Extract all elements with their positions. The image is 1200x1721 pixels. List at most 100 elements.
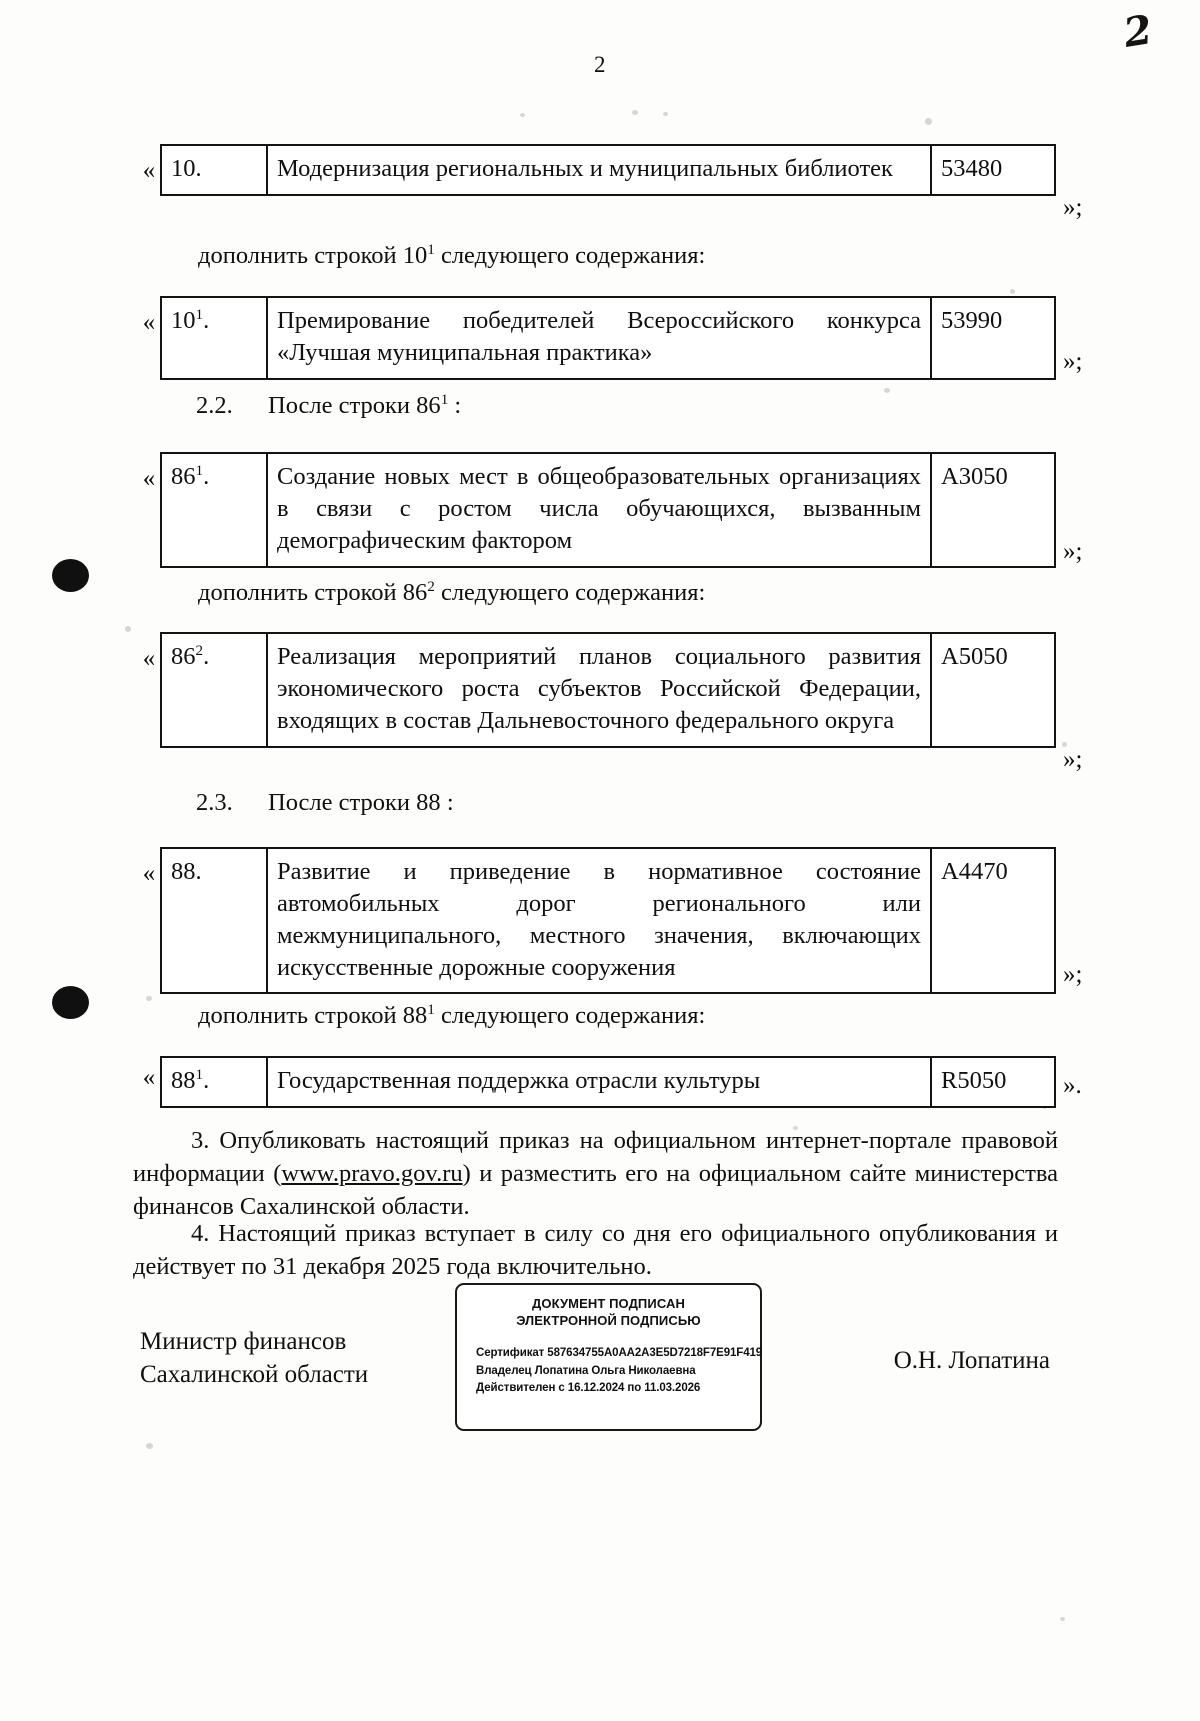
open-guillemet: « xyxy=(142,860,156,887)
row-number-dot: . xyxy=(203,1067,210,1094)
close-guillemet-text: ». xyxy=(1063,1072,1082,1099)
row-number-superscript: 1 xyxy=(195,305,204,323)
punch-hole xyxy=(52,559,89,592)
open-guillemet: « xyxy=(142,645,156,672)
signatory-title-line-2: Сахалинской области xyxy=(140,1360,369,1388)
scan-speck xyxy=(146,996,152,1001)
clause-3: 3. Опубликовать настоящий приказ на офиц… xyxy=(133,1125,1058,1223)
row-table-10: 10. Модернизация региональных и муниципа… xyxy=(160,144,1056,196)
stamp-certificate: Сертификат 587634755A0AA2A3E5D7218F7E91F… xyxy=(476,1347,763,1360)
row-number-cell: 862. xyxy=(160,632,268,748)
row-number-base: 86 xyxy=(171,463,196,490)
row-table-88-1: 881. Государственная поддержка отрасли к… xyxy=(160,1056,1056,1108)
row-code-cell: R5050 xyxy=(930,1056,1056,1108)
electronic-signature-stamp: ДОКУМЕНТ ПОДПИСАН ЭЛЕКТРОННОЙ ПОДПИСЬЮ С… xyxy=(455,1283,762,1431)
add-row-88-1-tail: следующего содержания: xyxy=(434,1002,706,1029)
scan-speck xyxy=(1060,1617,1065,1621)
section-text-before: После строки 88 xyxy=(268,789,441,816)
handwritten-page-number: 2 xyxy=(1120,6,1156,57)
row-number-cell: 101. xyxy=(160,296,268,380)
row-number-base: 86 xyxy=(171,643,196,670)
scan-speck xyxy=(663,112,668,116)
close-guillemet: »; xyxy=(1056,847,1095,987)
open-guillemet: « xyxy=(142,1064,156,1091)
row-number-dot: . xyxy=(203,463,210,490)
open-guillemet: « xyxy=(142,465,156,492)
quote-block-row-86-1: « 861. Создание новых мест в общеобразов… xyxy=(138,452,1095,568)
signatory-title: Министр финансов Сахалинской области xyxy=(140,1326,368,1391)
table-row: 861. Создание новых мест в общеобразоват… xyxy=(160,452,1056,568)
row-name-cell: Премирование победителей Всероссийского … xyxy=(266,296,932,380)
section-text-before: После строки 86 xyxy=(268,392,441,419)
close-guillemet: »; xyxy=(1056,144,1095,220)
add-row-10-1-tail: следующего содержания: xyxy=(434,242,706,269)
table-row: 862. Реализация мероприятий планов социа… xyxy=(160,632,1056,748)
table-row: 101. Премирование победителей Всероссийс… xyxy=(160,296,1056,380)
add-row-10-1-superscript: 1 xyxy=(427,240,435,258)
scan-speck xyxy=(632,110,638,115)
add-row-10-1-lead: дополнить строкой 10 xyxy=(198,242,428,269)
row-name-cell: Создание новых мест в общеобразовательны… xyxy=(266,452,932,568)
section-text-after: : xyxy=(448,392,462,419)
quote-block-row-10: « 10. Модернизация региональных и муници… xyxy=(138,144,1095,220)
close-guillemet: »; xyxy=(1056,452,1095,564)
table-row: 10. Модернизация региональных и муниципа… xyxy=(160,144,1056,196)
row-table-86-1: 861. Создание новых мест в общеобразоват… xyxy=(160,452,1056,568)
row-code-cell: А4470 xyxy=(930,846,1056,995)
scan-speck xyxy=(793,1126,798,1130)
row-name-cell: Развитие и приведение в нормативное сост… xyxy=(266,846,932,995)
clause-4: 4. Настоящий приказ вступает в силу со д… xyxy=(133,1218,1058,1284)
row-name-cell: Модернизация региональных и муниципальны… xyxy=(266,144,932,196)
close-guillemet: »; xyxy=(1056,296,1095,374)
add-row-88-1-text: дополнить строкой 881 следующего содержа… xyxy=(198,1000,705,1032)
scan-speck xyxy=(146,1443,153,1449)
quote-block-row-10-1: « 101. Премирование победителей Всеросси… xyxy=(138,296,1095,380)
row-number-superscript: 1 xyxy=(195,1065,204,1083)
add-row-88-1-superscript: 1 xyxy=(427,1000,435,1018)
stamp-title: ДОКУМЕНТ ПОДПИСАН ЭЛЕКТРОННОЙ ПОДПИСЬЮ xyxy=(467,1296,750,1329)
row-number-dot: . xyxy=(203,307,210,334)
add-row-88-1-lead: дополнить строкой 88 xyxy=(198,1002,428,1029)
scan-speck xyxy=(884,388,890,393)
add-row-86-2-tail: следующего содержания: xyxy=(434,579,706,606)
row-number-superscript: 2 xyxy=(195,641,204,659)
row-number-cell: 10. xyxy=(160,144,268,196)
close-guillemet-text: »; xyxy=(1063,538,1083,565)
table-row: 88. Развитие и приведение в нормативное … xyxy=(160,846,1056,995)
section-heading-2-2: 2.2.После строки 861 : xyxy=(196,390,461,422)
stamp-title-line-1: ДОКУМЕНТ ПОДПИСАН xyxy=(532,1296,685,1311)
row-number-cell: 88. xyxy=(160,846,268,995)
quote-block-row-88: « 88. Развитие и приведение в нормативно… xyxy=(138,846,1095,995)
section-text-after: : xyxy=(440,789,454,816)
scan-speck xyxy=(925,118,932,125)
clause-3-part2: ) и разместить его на официальном сайте … xyxy=(133,1159,1058,1220)
close-guillemet: »; xyxy=(1056,632,1095,772)
row-number-cell: 861. xyxy=(160,452,268,568)
open-guillemet: « xyxy=(142,309,156,336)
clause-4-text: 4. Настоящий приказ вступает в силу со д… xyxy=(133,1220,1058,1280)
stamp-validity: Действителен с 16.12.2024 по 11.03.2026 xyxy=(476,1382,701,1395)
scan-speck xyxy=(1010,289,1015,294)
row-table-10-1: 101. Премирование победителей Всероссийс… xyxy=(160,296,1056,380)
add-row-86-2-lead: дополнить строкой 86 xyxy=(198,579,428,606)
close-guillemet-text: »; xyxy=(1063,746,1083,773)
row-number-cell: 881. xyxy=(160,1056,268,1108)
section-heading-2-3: 2.3.После строки 88 : xyxy=(196,787,454,819)
quote-block-row-86-2: « 862. Реализация мероприятий планов соц… xyxy=(138,632,1095,772)
row-code-cell: А5050 xyxy=(930,632,1056,748)
table-row: 881. Государственная поддержка отрасли к… xyxy=(160,1056,1056,1108)
close-guillemet-text: »; xyxy=(1063,194,1083,221)
section-number: 2.2. xyxy=(196,392,233,419)
row-table-88: 88. Развитие и приведение в нормативное … xyxy=(160,846,1056,995)
row-number-base: 88 xyxy=(171,1067,196,1094)
stamp-owner: Владелец Лопатина Ольга Николаевна xyxy=(476,1364,696,1377)
pravo-gov-link[interactable]: www.pravo.gov.ru xyxy=(281,1159,463,1187)
row-name-cell: Реализация мероприятий планов социальног… xyxy=(266,632,932,748)
stamp-details: Сертификат 587634755A0AA2A3E5D7218F7E91F… xyxy=(467,1345,763,1397)
row-number-superscript: 1 xyxy=(195,461,204,479)
row-code-cell: 53990 xyxy=(930,296,1056,380)
add-row-10-1-text: дополнить строкой 101 следующего содержа… xyxy=(198,240,705,272)
quote-block-row-88-1: « 881. Государственная поддержка отрасли… xyxy=(138,1056,1095,1108)
signatory-name: О.Н. Лопатина xyxy=(893,1347,1050,1374)
